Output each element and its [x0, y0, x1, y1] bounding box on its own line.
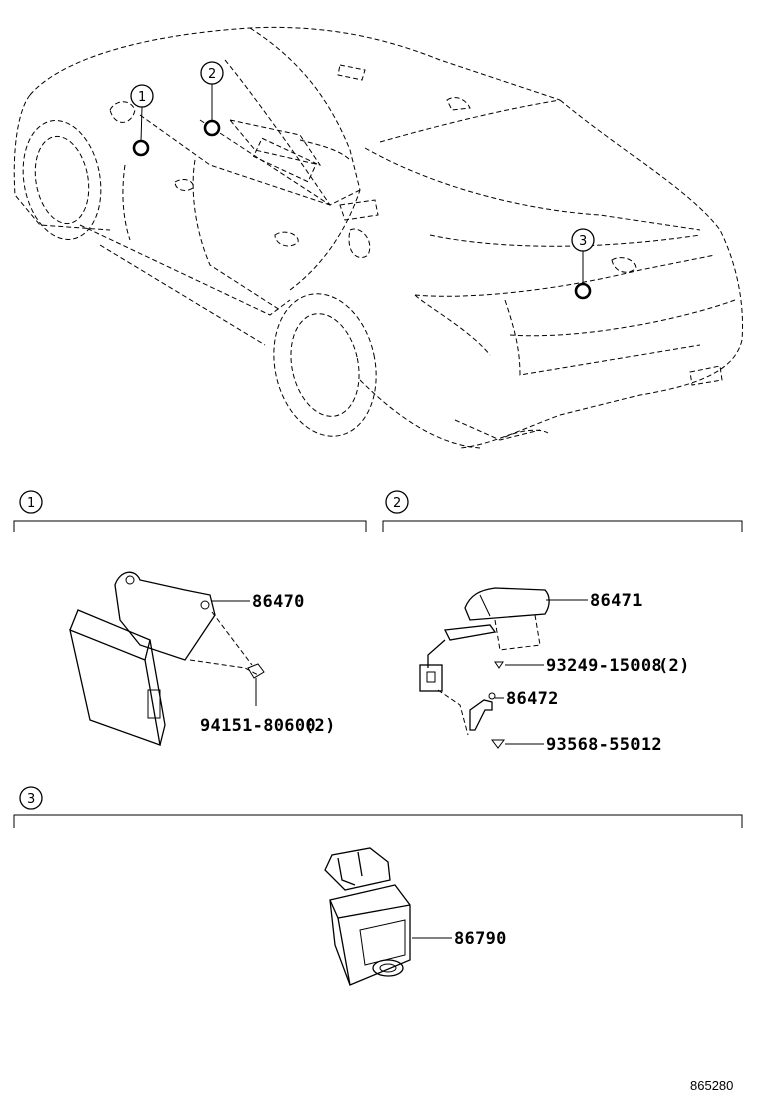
rear-wheel: [273, 293, 377, 437]
section-2-number: 2: [393, 496, 401, 511]
screw-93568-55012: [491, 739, 505, 749]
control-unit-86470: [69, 571, 265, 746]
part-93249-15008-label: 93249-15008: [546, 656, 662, 676]
section-1: 1 86470 94151-80600 (2): [13, 490, 367, 746]
callout-3-label: 3: [579, 234, 587, 249]
part-93249-15008-qty: (2): [658, 656, 690, 676]
callout-2: 2: [200, 61, 224, 137]
section-1-number: 1: [27, 496, 35, 511]
car-illustration: [13, 26, 744, 449]
callout-1-label: 1: [138, 90, 146, 105]
front-wheel: [22, 120, 102, 240]
camera-86790: [324, 847, 411, 986]
callout-1: 1: [130, 84, 154, 157]
screw-93249-15008: [494, 661, 504, 669]
callout-3: 3: [571, 228, 595, 300]
section-3: 3 86790: [13, 786, 743, 986]
part-86472-label: 86472: [506, 689, 559, 709]
bracket-86472: [469, 692, 496, 731]
callout-2-label: 2: [208, 67, 216, 82]
part-86470-label: 86470: [252, 592, 305, 612]
section-3-number: 3: [27, 792, 35, 807]
part-93568-55012-label: 93568-55012: [546, 735, 662, 755]
section-2: 2 86471 93249-15008 (2) 86472: [382, 490, 743, 755]
diagram-reference-number: 865280: [690, 1078, 733, 1093]
part-94151-80600-label: 94151-80600: [200, 716, 316, 736]
part-94151-80600-qty: (2): [304, 716, 336, 736]
camera-86471: [419, 587, 550, 736]
part-86471-label: 86471: [590, 591, 643, 611]
part-86790-label: 86790: [454, 929, 507, 949]
